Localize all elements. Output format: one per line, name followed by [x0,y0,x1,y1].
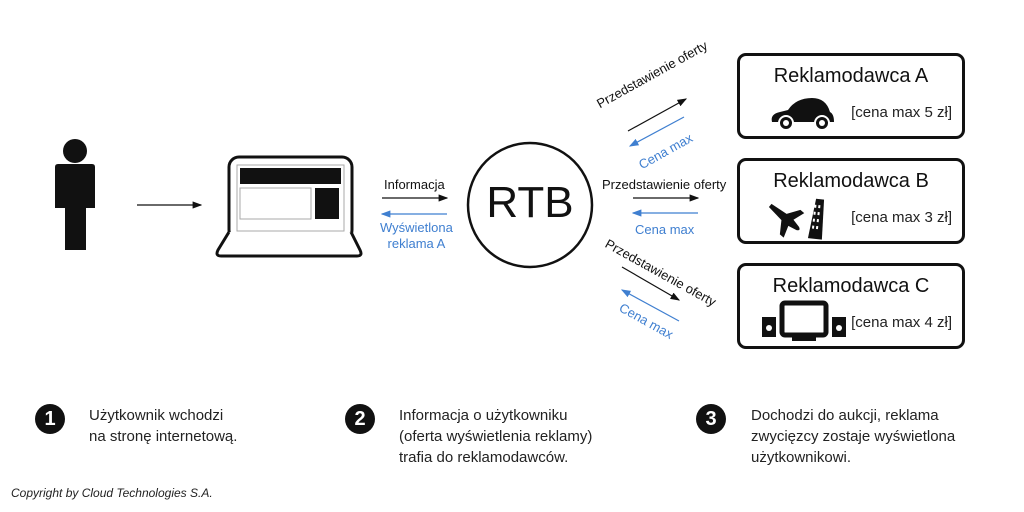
step-number-badge: 1 [35,404,65,434]
advertiser-name: Reklamodawca A [773,65,929,87]
advertiser-card-c: Reklamodawca C [cena max 4 zł] [737,263,965,349]
rtb-circle [466,141,594,269]
advertiser-price: [cena max 4 zł] [851,314,952,331]
step-description: Informacja o użytkowniku (oferta wyświet… [399,407,593,466]
leaning-tower-icon [807,198,825,240]
step-description: Użytkownik wchodzi na stronę internetową… [89,407,238,445]
information-label: Informacja [384,177,445,192]
price-label-b: Cena max [635,222,695,237]
offer-arrow-a [627,98,688,132]
tv-speakers-icon [762,300,846,341]
advertiser-price: [cena max 5 zł] [851,104,952,121]
offer-label-b: Przedstawienie oferty [602,177,727,192]
advertiser-card-a: Reklamodawca A [cena max 5 zł] [737,53,965,139]
airplane-icon [768,203,805,238]
price-arrow-a [628,116,685,147]
rtb-label: RTB [486,178,574,227]
copyright-text: Copyright by Cloud Technologies S.A. [11,486,213,500]
advertiser-card-b: Reklamodawca B [cena max 3 zł] [737,158,965,244]
step-number-badge: 2 [345,404,375,434]
advertiser-name: Reklamodawca C [772,275,930,297]
advertiser-price: [cena max 3 zł] [851,209,952,226]
step-number-badge: 3 [696,404,726,434]
laptop-icon [215,155,363,258]
user-icon [55,139,95,250]
offer-arrow-c [621,266,681,301]
step-description: Dochodzi do aukcji, reklama zwycięzcy zo… [751,407,956,466]
price-arrow-c [620,289,680,322]
travel-icon [768,198,825,240]
advertiser-name: Reklamodawca B [773,170,929,192]
car-icon [771,98,834,131]
displayed-ad-label: Wyświetlona reklama A [380,220,453,251]
